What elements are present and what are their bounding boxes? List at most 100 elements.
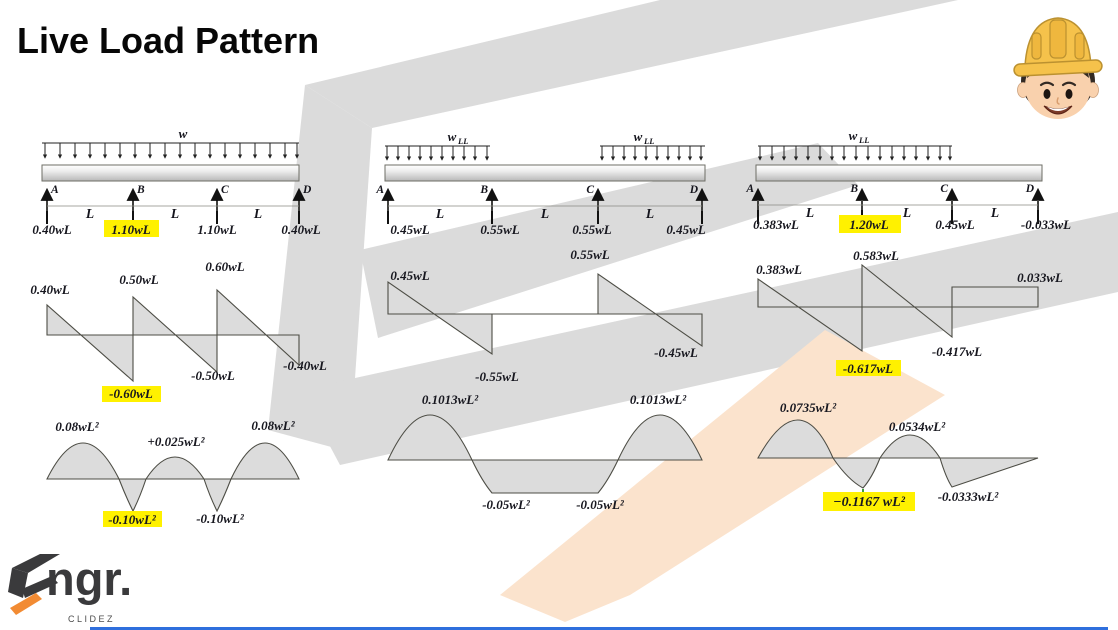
moment-value-label-highlighted: −0.1167 wL² — [833, 495, 906, 510]
load-intensity-subscript: LL — [457, 136, 468, 146]
distributed-load-arrows — [384, 146, 704, 161]
highlight — [102, 386, 161, 402]
node-label: D — [1025, 183, 1035, 195]
shear-value-label: -0.417wL — [932, 344, 982, 359]
reaction-label: 0.40wL — [281, 222, 320, 237]
span-length-label: L — [85, 206, 94, 221]
brand-tagline: CLIDEZ — [68, 614, 116, 624]
reaction-label: 0.45wL — [390, 222, 429, 237]
construction-worker-avatar-icon — [1013, 17, 1103, 119]
highlight — [839, 215, 901, 233]
node-label: A — [50, 184, 59, 196]
dimension-line — [757, 200, 1039, 210]
shear-value-label: 0.383wL — [756, 262, 802, 277]
span-length-label: L — [435, 206, 444, 221]
shear-value-label: 0.45wL — [390, 268, 429, 283]
watermark-peach-band — [500, 330, 945, 622]
load-intensity-label: w — [634, 129, 643, 144]
dimension-line — [387, 201, 703, 211]
moment-value-label: +0.025wL² — [147, 434, 205, 449]
moment-diagram — [757, 419, 1039, 489]
node-label: C — [221, 184, 229, 196]
node-label: A — [745, 183, 754, 195]
reaction-label: 0.45wL — [666, 222, 705, 237]
span-length-label: L — [170, 206, 179, 221]
distributed-load-arrows — [757, 146, 953, 161]
node-label: B — [849, 183, 858, 195]
brand-logo — [8, 554, 60, 615]
moment-value-label: 0.0735wL² — [780, 400, 837, 415]
load-intensity-label: w — [849, 128, 858, 143]
shear-value-label-highlighted: -0.60wL — [109, 386, 153, 401]
moment-value-label: -0.05wL² — [482, 497, 531, 512]
diagram-column-alternate-spans: w LL w LL A B C D L L L 0.45wL 0.55wL 0.… — [375, 129, 709, 512]
node-label: A — [375, 184, 384, 196]
moment-value-label: 0.1013wL² — [422, 392, 479, 407]
shear-value-label: -0.40wL — [283, 358, 327, 373]
shear-value-label: -0.45wL — [654, 345, 698, 360]
distributed-load-arrows — [42, 143, 300, 159]
span-length-label: L — [253, 206, 262, 221]
reaction-label: -0.033wL — [1021, 217, 1071, 232]
load-intensity-subscript: LL — [858, 135, 869, 145]
moment-diagram — [387, 414, 703, 494]
load-intensity-label: w — [179, 126, 188, 141]
shear-value-label: 0.583wL — [853, 248, 899, 263]
moment-value-label: 0.08wL² — [55, 419, 99, 434]
moment-value-label: 0.1013wL² — [630, 392, 687, 407]
moment-value-label-highlighted: -0.10wL² — [108, 512, 157, 527]
moment-value-label: -0.0333wL² — [938, 489, 1000, 504]
span-length-label: L — [645, 206, 654, 221]
reaction-label-highlighted: 1.10wL — [111, 222, 150, 237]
node-label: C — [586, 184, 594, 196]
beam — [41, 164, 300, 182]
reaction-label: 0.40wL — [32, 222, 71, 237]
shear-diagram — [757, 263, 1039, 353]
bottom-accent-bar — [90, 627, 1108, 630]
reaction-label: 1.10wL — [197, 222, 236, 237]
shear-value-label: 0.50wL — [119, 272, 158, 287]
shear-value-label-highlighted: -0.617wL — [843, 361, 893, 376]
brand-name: ngr. — [46, 552, 133, 605]
shear-value-label: 0.40wL — [30, 282, 69, 297]
dimension-line — [46, 201, 300, 211]
reaction-label: 0.55wL — [572, 222, 611, 237]
shear-value-label: 0.60wL — [205, 259, 244, 274]
page-title: Live Load Pattern — [17, 20, 320, 61]
reaction-label: 0.55wL — [480, 222, 519, 237]
node-label: D — [689, 184, 699, 196]
node-label: D — [302, 184, 312, 196]
highlight — [836, 360, 901, 376]
beam — [755, 164, 1043, 182]
highlight — [104, 220, 159, 237]
reaction-label-highlighted: 1.20wL — [849, 217, 888, 232]
moment-value-label: -0.05wL² — [576, 497, 625, 512]
reaction-label: 0.383wL — [753, 217, 799, 232]
span-length-label: L — [805, 205, 814, 220]
shear-value-label: -0.55wL — [475, 369, 519, 384]
shear-diagram — [46, 288, 300, 383]
beam — [384, 164, 706, 182]
reaction-label: 0.45wL — [935, 217, 974, 232]
node-label: C — [940, 183, 948, 195]
node-label: B — [479, 184, 488, 196]
load-intensity-label: w — [448, 129, 457, 144]
span-length-label: L — [990, 205, 999, 220]
load-intensity-subscript: LL — [643, 136, 654, 146]
span-length-label: L — [902, 205, 911, 220]
node-label: B — [136, 184, 145, 196]
moment-diagram — [46, 442, 300, 513]
logo-mark-icon — [8, 554, 60, 615]
diagram-column-adjacent-spans: w LL A B C D L L L 0.383wL 1.20wL 0.45wL… — [745, 128, 1071, 511]
moment-value-label: -0.10wL² — [196, 511, 245, 526]
watermark-logo-shape — [268, 0, 1118, 465]
highlight — [103, 511, 162, 527]
shear-value-label: 0.55wL — [570, 247, 609, 262]
highlight — [823, 492, 915, 511]
shear-value-label: 0.033wL — [1017, 270, 1063, 285]
moment-value-label: 0.0534wL² — [889, 419, 946, 434]
moment-value-label: 0.08wL² — [251, 418, 295, 433]
span-length-label: L — [540, 206, 549, 221]
